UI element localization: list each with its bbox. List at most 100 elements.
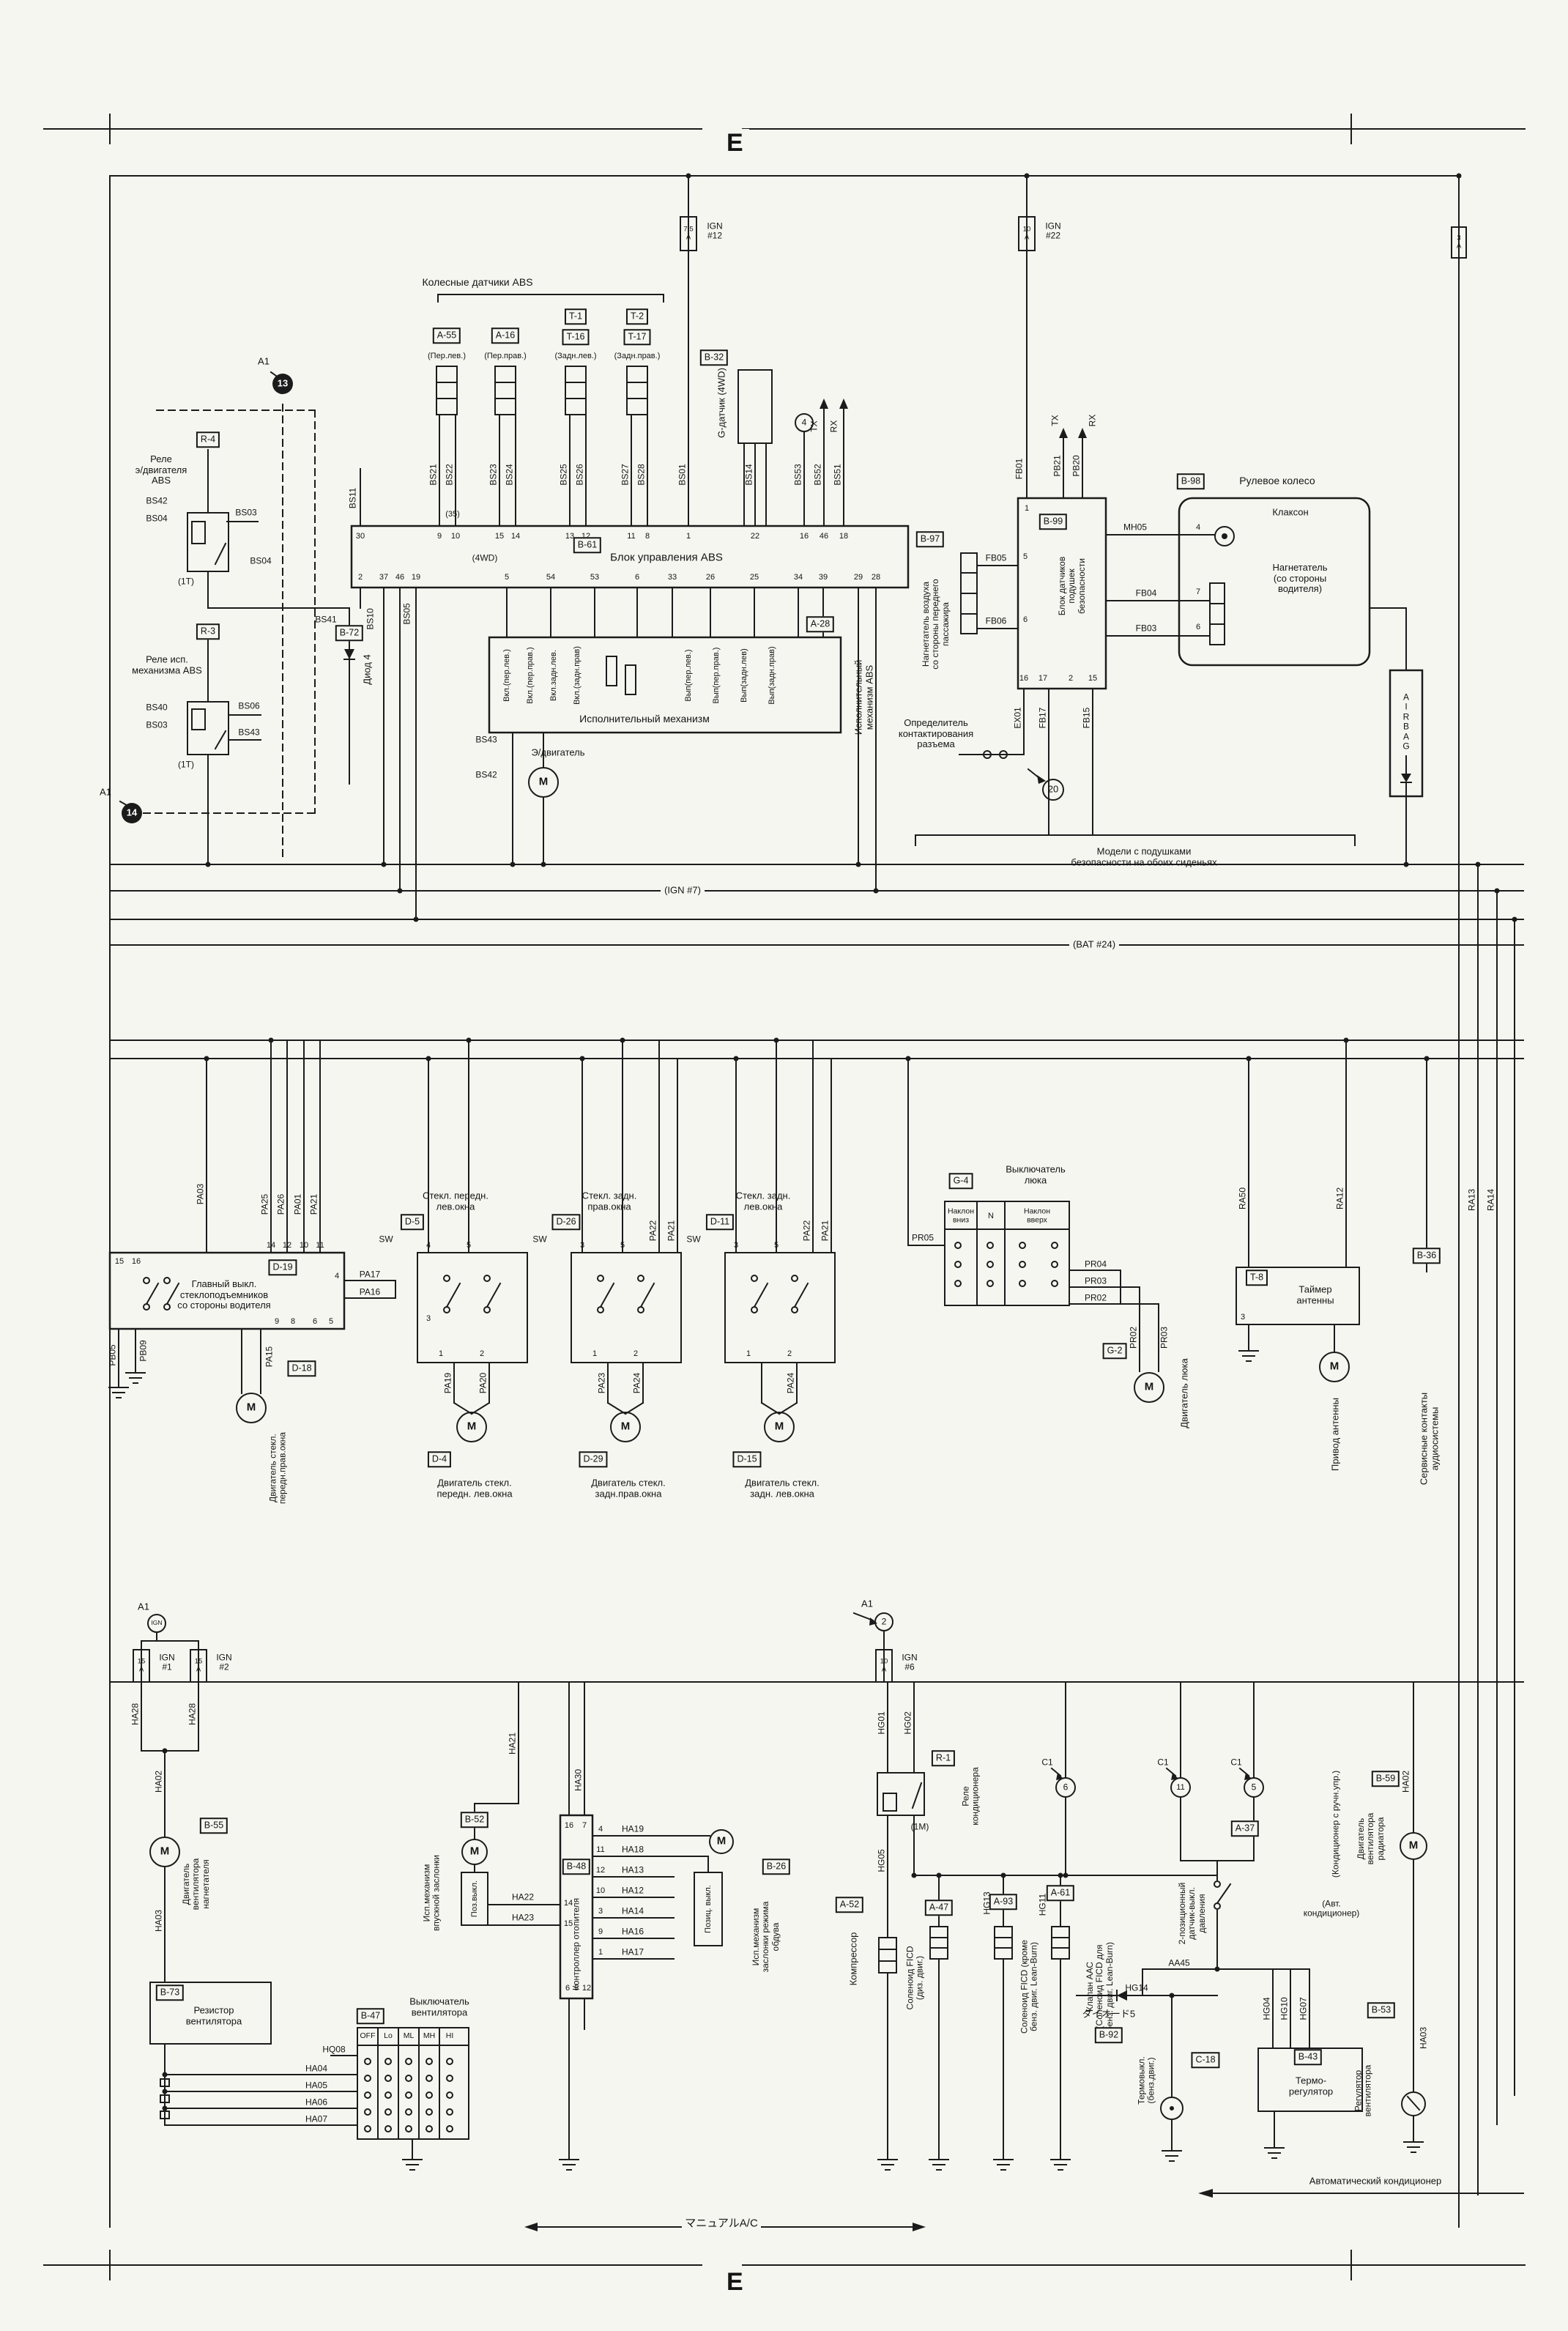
diagram-label: PA15 (264, 1346, 275, 1368)
diagram-label: BS24 (504, 464, 515, 486)
generated-contact-dots (143, 173, 1517, 2132)
arrowheads (127, 375, 1411, 2231)
diagram-label: M (716, 1834, 727, 1848)
diagram-label: 1 (685, 531, 691, 541)
diagram-label: C1 (1041, 1757, 1053, 1768)
diagram-label: HA18 (621, 1844, 644, 1855)
diagram-label: HG07 (1298, 1997, 1309, 2020)
diagram-label: Наклон вверх (1023, 1207, 1051, 1224)
diagram-label: 5 (1022, 552, 1028, 561)
diagram-label: 11 (1176, 1782, 1185, 1792)
diagram-label: 1 (592, 1349, 598, 1358)
diagram-label: HG01 (876, 1711, 887, 1735)
diagram-label: HI (445, 2031, 454, 2041)
diagram-label: 16 (564, 1820, 574, 1830)
diagram-label: Вкл.(пер.лев.) (502, 649, 511, 702)
diagram-label: PB21 (1052, 455, 1063, 477)
diagram-label: IGN #2 (216, 1652, 232, 1672)
diagram-label: (Пер.прав.) (484, 351, 527, 360)
diagram-label: HA06 (305, 2097, 328, 2108)
diagram-label: PR03 (1159, 1326, 1170, 1349)
diagram-label: 46 (395, 572, 405, 582)
diagram-label: C1 (1157, 1757, 1169, 1768)
diagram-label: 1 (746, 1349, 751, 1358)
connector-id-badge: A-47 (924, 1900, 954, 1916)
diagram-label: PA03 (195, 1183, 206, 1205)
diagram-label: 2 (633, 1349, 639, 1358)
diagram-label: HA03 (1418, 2026, 1429, 2050)
diagram-label: 2 (1068, 673, 1074, 683)
diagram-label: 8 (644, 531, 650, 541)
diagram-label: Вып(пер.лев.) (683, 649, 693, 702)
diagram-label: RA50 (1237, 1187, 1248, 1210)
diagram-label: Стекл. задн. лев.окна (735, 1190, 791, 1212)
diagram-label: 1 (598, 1947, 603, 1957)
diagram-label: SW (532, 1234, 547, 1245)
diagram-label: PR02 (1084, 1292, 1107, 1303)
diagram-label: PA16 (359, 1286, 381, 1297)
diagram-label: 15 A (137, 1657, 146, 1673)
diagram-label: 14 (126, 807, 138, 818)
diagram-label: 4 (801, 417, 807, 428)
diagram-label: マニュアルA/C (685, 2217, 758, 2230)
diagram-label: HG05 (876, 1849, 887, 1872)
diagram-label: Двигатель стекл. задн.прав.окна (591, 1477, 666, 1499)
diagram-label: RX (1087, 414, 1098, 427)
diagram-label: 5 (620, 1240, 625, 1250)
diagram-label: RA12 (1334, 1187, 1345, 1210)
diagram-label: 4 (1195, 522, 1201, 532)
diagram-label: 15 A (194, 1657, 203, 1673)
diagram-label: 6 (1195, 622, 1201, 631)
diagram-label: 3 (426, 1313, 431, 1323)
diagram-label: 10 (595, 1886, 606, 1895)
diagram-label: PA25 (259, 1193, 270, 1215)
diagram-label: HA14 (621, 1905, 644, 1916)
diagram-label: 5 (773, 1240, 779, 1250)
diagram-label: RA13 (1466, 1188, 1477, 1212)
diagram-label: (Задн.лев.) (554, 351, 597, 360)
diagram-label: 2 (357, 572, 363, 582)
diagram-label: Колесные датчики ABS (422, 276, 533, 289)
diagram-label: G-датчик (4WD) (716, 368, 727, 438)
diagram-label: 9 (598, 1927, 603, 1936)
diagram-label: M (774, 1420, 784, 1433)
diagram-label: 14 (510, 531, 521, 541)
ground-symbols (108, 1350, 1424, 2171)
diagram-label: Компрессор (847, 1932, 859, 1986)
diagram-label: Двигатель вентилятора нагнетателя (180, 1858, 211, 1911)
connector-id-badge: D-18 (287, 1360, 316, 1376)
diagram-label: PB20 (1071, 455, 1082, 477)
diagram-label: BS05 (401, 603, 412, 625)
diagram-label: 2 (479, 1349, 485, 1358)
diagram-label: FB17 (1037, 707, 1048, 729)
connector-id-badge: G-2 (1102, 1343, 1127, 1359)
diagram-label: HA21 (507, 1732, 518, 1755)
diagram-label: HA07 (305, 2113, 328, 2124)
diagram-label: (Задн.прав.) (614, 351, 661, 360)
diagram-label: (1M) (910, 1821, 929, 1832)
diagram-label: 5 (466, 1240, 472, 1250)
connector-id-badge: C-18 (1191, 2052, 1220, 2068)
diagram-label: A1 (258, 355, 270, 367)
diagram-label: IGN (151, 1619, 163, 1627)
diagram-label: FB15 (1081, 707, 1092, 729)
diagram-label: Рулевое колесо (1239, 475, 1315, 487)
diagram-label: 15 (114, 1256, 125, 1266)
diagram-label: FB03 (1135, 623, 1157, 634)
diagram-label: PR05 (911, 1232, 935, 1243)
diagram-label: BS03 (235, 507, 257, 518)
diagram-label: AA45 (1168, 1957, 1190, 1968)
diagram-label: PB09 (138, 1340, 149, 1362)
diagram-label: PA21 (820, 1220, 831, 1242)
diagram-label: MH05 (1123, 522, 1148, 533)
diagram-label: Наклон вниз (947, 1207, 975, 1224)
connector-id-badge: D-19 (268, 1259, 297, 1275)
diagram-label: 15 (1088, 673, 1098, 683)
diagram-label: 2-позиционный датчик-выкл. давления (1176, 1882, 1207, 1945)
diagram-label: BS42 (146, 495, 168, 506)
diagram-label: Вкл.задн.лев. (549, 650, 558, 701)
diagram-label: A1 (138, 1601, 149, 1612)
diagram-label: 30 (355, 531, 365, 541)
diagram-label: RA14 (1485, 1188, 1496, 1212)
diagram-label: 34 (793, 572, 803, 582)
